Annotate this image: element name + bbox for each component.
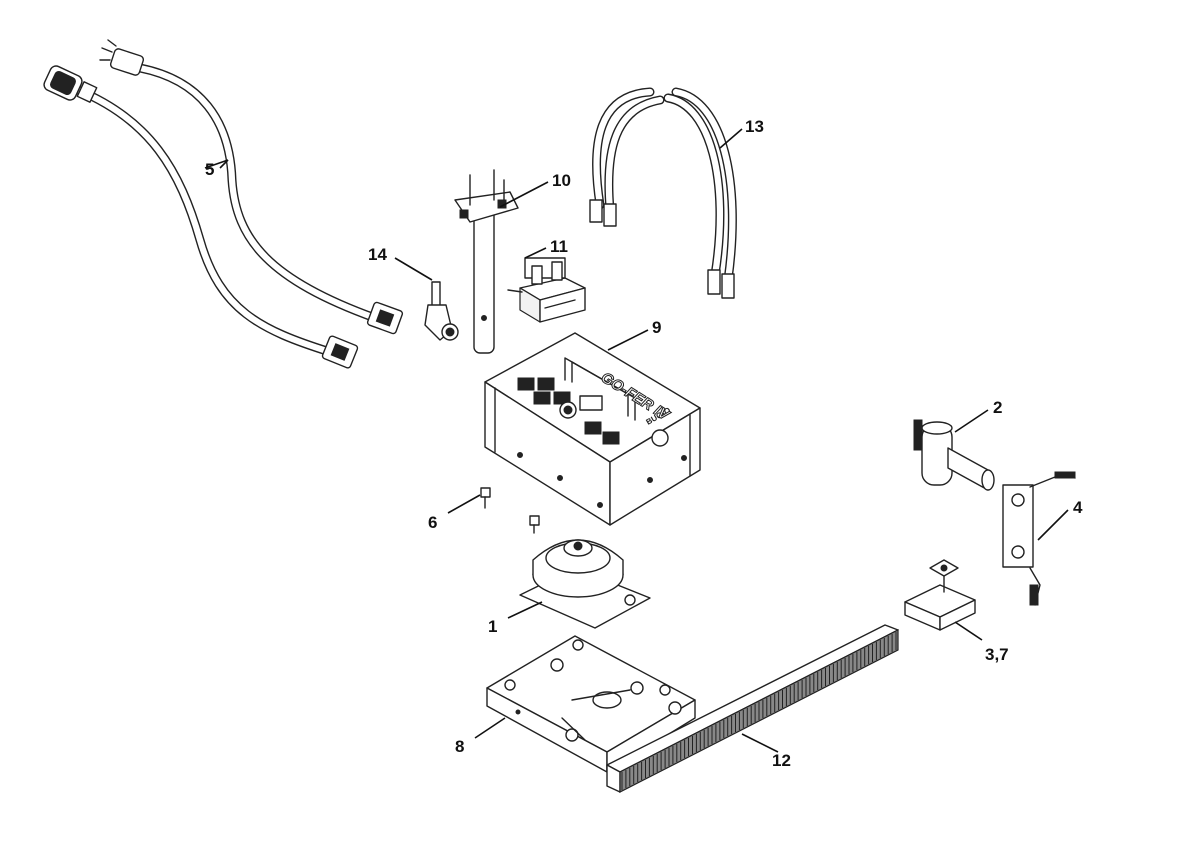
- callout-8: 8: [455, 737, 464, 756]
- blade-plug: [99, 39, 145, 76]
- callout-9: 9: [652, 318, 661, 337]
- iec-connector-b: [321, 335, 359, 369]
- callout-4: 4: [1073, 498, 1083, 517]
- clamp-part-2: [913, 419, 995, 491]
- callout-5: 5: [205, 160, 214, 179]
- callout-13: 13: [745, 117, 764, 136]
- iec-connector-a: [366, 301, 404, 335]
- control-box-part-9: BUG-O GO-FER IV: [484, 332, 701, 526]
- callout-2: 2: [993, 398, 1002, 417]
- elbow-fitting-part-14: [424, 281, 459, 341]
- rod-bracket-part-10: [454, 169, 519, 354]
- screws-part-6: [480, 487, 540, 534]
- callout-3-7: 3,7: [985, 645, 1009, 664]
- motor-part-1: [519, 539, 651, 629]
- twist-lock-plug: [43, 65, 98, 103]
- callout-6: 6: [428, 513, 437, 532]
- leader-lines: [204, 128, 1069, 753]
- callout-14: 14: [368, 245, 387, 264]
- bar-clamp-part-4: [1002, 471, 1076, 606]
- callout-12: 12: [772, 751, 791, 770]
- hoses-part-13: [589, 87, 737, 299]
- callout-11: 11: [550, 237, 568, 256]
- rack-rail-part-12: [606, 624, 899, 793]
- clamp-block-part-3-7: [904, 559, 976, 631]
- callout-labels: 1 2 3,7 4 5 6 8 9 10 11 12 13 14: [205, 117, 1083, 770]
- valve-block-part-11: [507, 257, 586, 323]
- callout-1: 1: [488, 617, 497, 636]
- callout-10: 10: [552, 171, 571, 190]
- power-cables-part-5: [43, 39, 404, 369]
